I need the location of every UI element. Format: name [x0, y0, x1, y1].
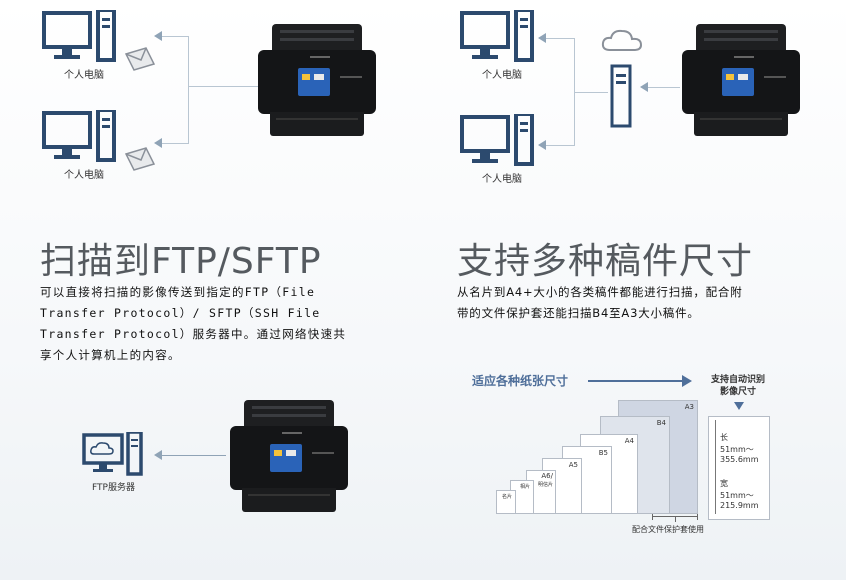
size-chart: 适应各种纸张尺寸 支持自动识别 影像尺寸 A3 B4 A4 B5 A5 A6/ …	[470, 364, 810, 544]
sleeve-footer: 配合文件保护套使用	[632, 525, 704, 534]
computer-cloud-icon	[82, 430, 143, 476]
arrow-left-icon	[154, 31, 162, 41]
width-label: 宽	[720, 479, 728, 488]
length-value-2: 355.6mm	[720, 455, 759, 464]
connector-line	[546, 145, 574, 146]
pc-3: 个人电脑	[460, 8, 540, 81]
scanner-image	[258, 24, 376, 136]
arrow-left-icon	[154, 138, 162, 148]
ftp-server-label: FTP服务器	[92, 483, 135, 493]
width-value-2: 215.9mm	[720, 501, 759, 510]
connector-line	[160, 455, 226, 456]
arrow-left-icon	[154, 450, 162, 460]
sizes-section-title: 支持多种稿件尺寸	[457, 241, 754, 282]
bracket-line	[652, 514, 653, 520]
email-icon	[124, 147, 156, 171]
dim-line	[715, 420, 716, 514]
pc-label: 个人电脑	[64, 170, 104, 181]
connector-line	[574, 92, 608, 93]
arrow-left-icon	[538, 140, 546, 150]
size-chart-header: 适应各种纸张尺寸	[472, 374, 569, 388]
pc-4: 个人电脑	[460, 112, 540, 185]
scanner-image	[230, 400, 348, 512]
length-value-1: 51mm～	[720, 445, 754, 454]
computer-icon	[42, 8, 116, 62]
sheet-photo: 相片	[510, 480, 534, 514]
bracket-line	[697, 514, 698, 520]
ftp-server: FTP服务器	[82, 430, 162, 502]
computer-icon	[460, 112, 534, 166]
cloud-icon	[601, 29, 643, 51]
arrow-left-icon	[538, 33, 546, 43]
length-label: 长	[720, 433, 728, 442]
connector-line	[188, 36, 189, 144]
arrow-right-icon	[682, 375, 692, 387]
connector-line	[546, 38, 574, 39]
pc-label: 个人电脑	[482, 174, 522, 185]
sizes-section-description: 从名片到A4+大小的各类稿件都能进行扫描，配合附 带的文件保护套还能扫描B4至A…	[457, 285, 743, 320]
scanner-image	[682, 24, 800, 136]
arrow-left-icon	[640, 82, 648, 92]
width-value-1: 51mm～	[720, 491, 754, 500]
server-icon	[610, 64, 632, 128]
pc-label: 个人电脑	[482, 70, 522, 81]
connector-line	[646, 87, 680, 88]
header-arrow-line	[588, 380, 684, 382]
pc-2: 个人电脑	[42, 108, 122, 181]
connector-line	[162, 143, 188, 144]
computer-icon	[42, 108, 116, 162]
max-size-box	[708, 416, 770, 520]
bracket-line	[675, 516, 676, 522]
email-icon	[124, 47, 156, 71]
computer-icon	[460, 8, 534, 62]
connector-line	[188, 86, 258, 87]
ftp-section-description: 可以直接将扫描的影像传送到指定的FTP（File Transfer Protoc…	[40, 285, 347, 362]
pc-1: 个人电脑	[42, 8, 122, 81]
sheet-business-card: 名片	[496, 490, 516, 514]
ftp-section-title: 扫描到FTP/SFTP	[40, 241, 322, 282]
auto-detect-label: 支持自动识别 影像尺寸	[710, 375, 765, 397]
down-arrow-icon	[734, 402, 744, 410]
connector-line	[162, 36, 188, 37]
pc-label: 个人电脑	[64, 70, 104, 81]
